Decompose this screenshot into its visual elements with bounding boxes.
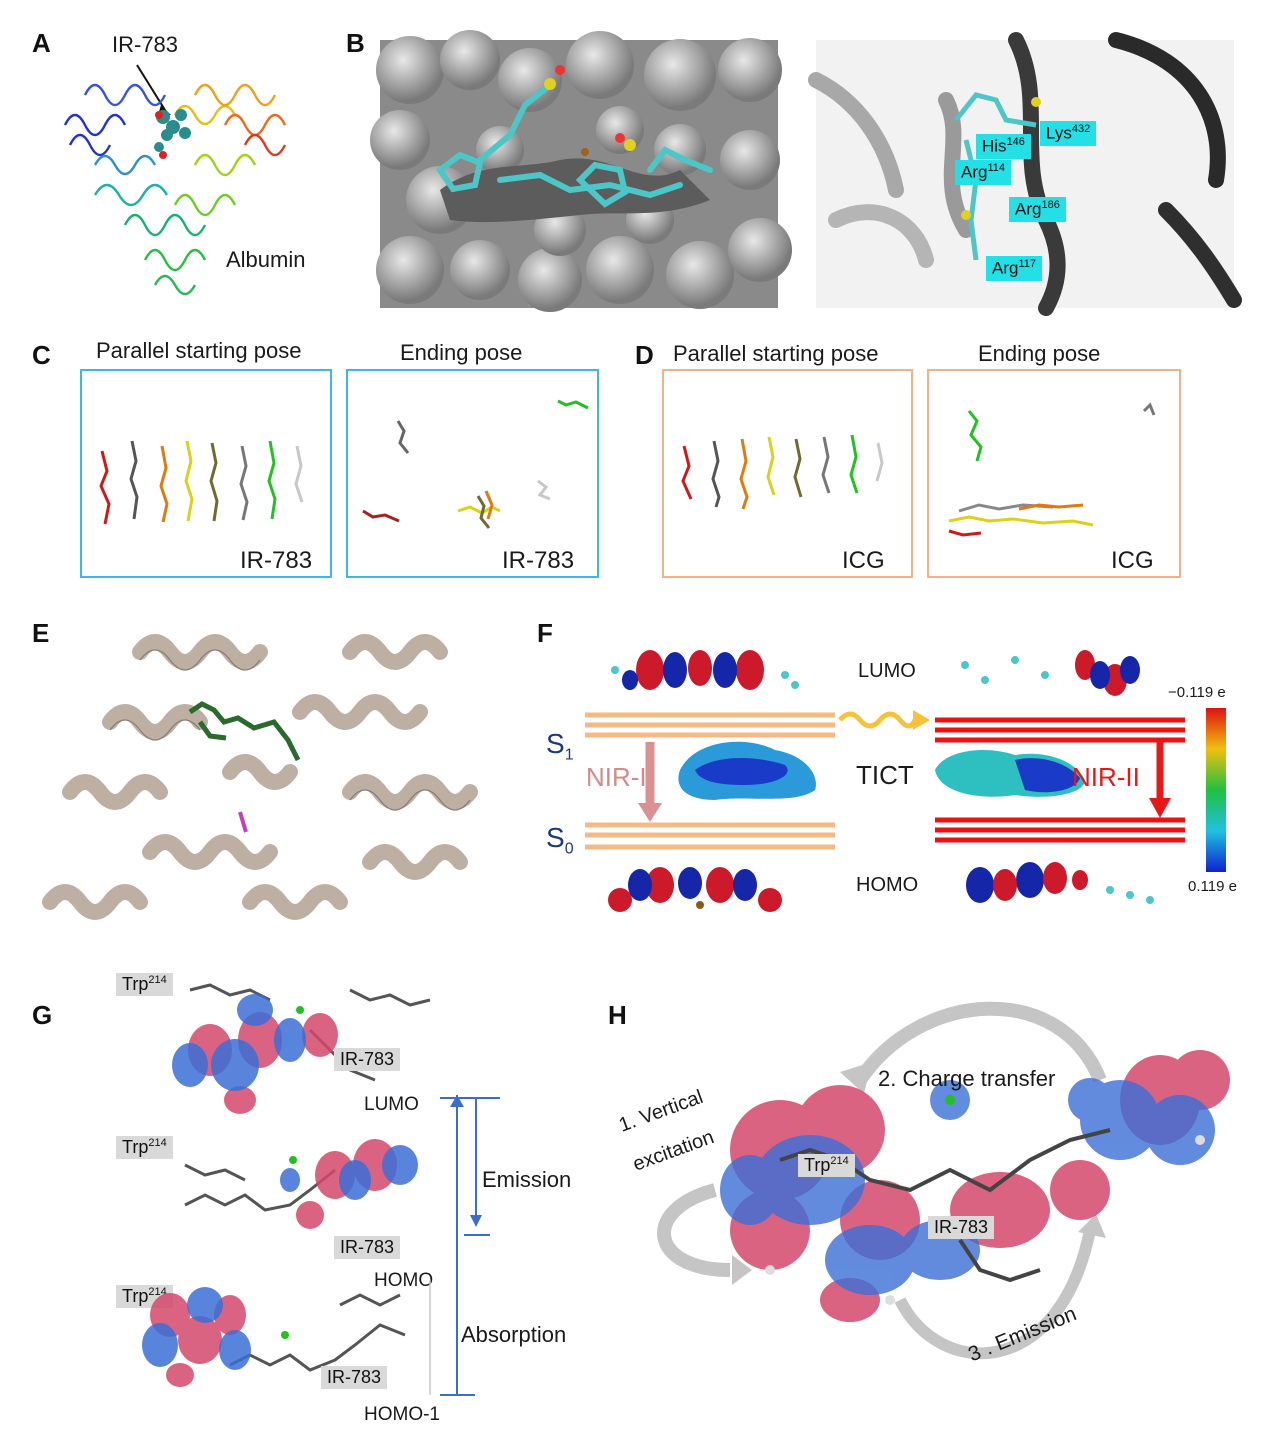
panel-b-label: B <box>346 28 365 58</box>
panel-g-emission-label: Emission <box>482 1167 572 1192</box>
panel-f-label: F <box>537 618 553 648</box>
panel-d-start-dye: ICG <box>842 547 885 574</box>
panel-d-start-title: Parallel starting pose <box>673 341 879 366</box>
panel-d-end-molecules <box>948 402 1156 537</box>
panel-f-color-scale <box>1206 708 1226 872</box>
panel-a-label: A <box>32 28 51 58</box>
panel-f-homo-label: HOMO <box>856 874 919 896</box>
residue-his146: His146 <box>976 134 1031 159</box>
s1-text: S <box>546 728 565 759</box>
residue-lys432: Lys432 <box>1040 121 1097 146</box>
residue-arg186-name: Arg <box>1015 199 1042 219</box>
residue-arg186-num: 186 <box>1041 199 1060 211</box>
panel-g-trp-top: Trp214 <box>116 973 173 996</box>
residue-arg186: Arg186 <box>1009 197 1066 222</box>
panel-h-ir783-label: IR-783 <box>928 1216 995 1239</box>
residue-his-num: 146 <box>1006 136 1025 148</box>
panel-f-scale-bottom: 0.119 e <box>1188 878 1237 895</box>
residue-arg117: Arg117 <box>986 256 1043 281</box>
panel-g-ir783-top: IR-783 <box>334 1048 401 1071</box>
residue-his-name: His <box>982 136 1007 156</box>
residue-arg117-name: Arg <box>992 258 1019 278</box>
panel-f-lumo-left <box>611 650 799 690</box>
residue-lys-num: 432 <box>1071 123 1091 135</box>
panel-f-scale-top: −0.119 e <box>1168 684 1226 701</box>
panel-c-start-box <box>80 369 332 578</box>
panel-f-nir1-label: NIR-I <box>586 762 647 792</box>
panel-g-absorption-label: Absorption <box>461 1322 567 1347</box>
panel-f-homo-right <box>966 862 1154 904</box>
panel-g-trp-mid: Trp214 <box>116 1136 173 1159</box>
panel-d-end-title: Ending pose <box>978 341 1101 366</box>
panel-c-end-title: Ending pose <box>400 340 523 365</box>
trp-mid-name: Trp <box>122 1137 149 1157</box>
panel-g-transition-arrows <box>429 1095 500 1396</box>
panel-g-ir783-bottom: IR-783 <box>321 1366 388 1389</box>
panel-c-label: C <box>32 340 51 370</box>
trp-top-num: 214 <box>148 974 167 986</box>
panel-e-label: E <box>32 618 50 648</box>
panel-b-surface-view <box>370 30 792 312</box>
h-trp-name: Trp <box>804 1155 831 1175</box>
panel-h-label: H <box>608 1000 627 1030</box>
panel-g-homo1-orbital <box>142 1287 406 1387</box>
panel-e-protein-ribbon <box>42 634 478 920</box>
trp-bottom-name: Trp <box>122 1286 149 1306</box>
panel-c-end-box <box>346 369 599 578</box>
panel-f-s0-label: S0 <box>546 822 574 859</box>
residue-arg114-name: Arg <box>961 162 988 182</box>
residue-lys-name: Lys <box>1046 123 1072 143</box>
residue-arg114: Arg114 <box>955 160 1012 185</box>
panel-c-end-molecules <box>362 399 589 529</box>
panel-g-label: G <box>32 1000 53 1030</box>
panel-h-trp-label: Trp214 <box>798 1154 855 1177</box>
residue-arg117-num: 117 <box>1018 258 1037 270</box>
trp-mid-num: 214 <box>148 1137 167 1149</box>
panel-c-start-title: Parallel starting pose <box>96 338 302 363</box>
trp-top-name: Trp <box>122 974 149 994</box>
panel-f-homo-left <box>608 867 782 912</box>
h-trp-num: 214 <box>830 1155 849 1167</box>
panel-c-start-molecules <box>99 440 304 525</box>
panel-h-step2: 2. Charge transfer <box>878 1066 1056 1091</box>
panel-d-label: D <box>635 340 654 370</box>
panel-f-energy-diagram <box>585 710 1185 850</box>
panel-a-albumin-label: Albumin <box>226 247 306 272</box>
panel-g-homo-orbital <box>184 1139 418 1229</box>
residue-arg114-num: 114 <box>987 162 1006 174</box>
panel-f-tict-label: TICT <box>856 760 914 790</box>
panel-d-end-box <box>927 369 1181 578</box>
panel-g-homo-label: HOMO <box>374 1270 434 1291</box>
panel-h-orbital-scene <box>657 1001 1230 1360</box>
panel-g-ir783-mid: IR-783 <box>334 1236 401 1259</box>
panel-g-lumo-orbital <box>172 983 431 1114</box>
s0-text: S <box>546 822 565 853</box>
panel-g-lumo-label: LUMO <box>364 1094 419 1115</box>
s1-sub: 1 <box>564 746 574 764</box>
panel-a-albumin-ribbon <box>63 64 287 296</box>
panel-d-start-box <box>662 369 913 578</box>
panel-c-end-dye: IR-783 <box>502 547 575 574</box>
panel-a-ir783-label: IR-783 <box>112 32 179 57</box>
panel-g-homo1-label: HOMO-1 <box>364 1404 440 1425</box>
panel-c-start-dye: IR-783 <box>240 547 313 574</box>
panel-f-lumo-label: LUMO <box>858 660 916 682</box>
panel-f-s1-label: S1 <box>546 728 574 765</box>
panel-f-lumo-right <box>961 650 1140 696</box>
panel-d-start-molecules <box>681 434 884 510</box>
panel-d-end-dye: ICG <box>1111 547 1154 574</box>
s0-sub: 0 <box>564 840 574 858</box>
panel-f-nir2-label: NIR-II <box>1072 762 1140 792</box>
